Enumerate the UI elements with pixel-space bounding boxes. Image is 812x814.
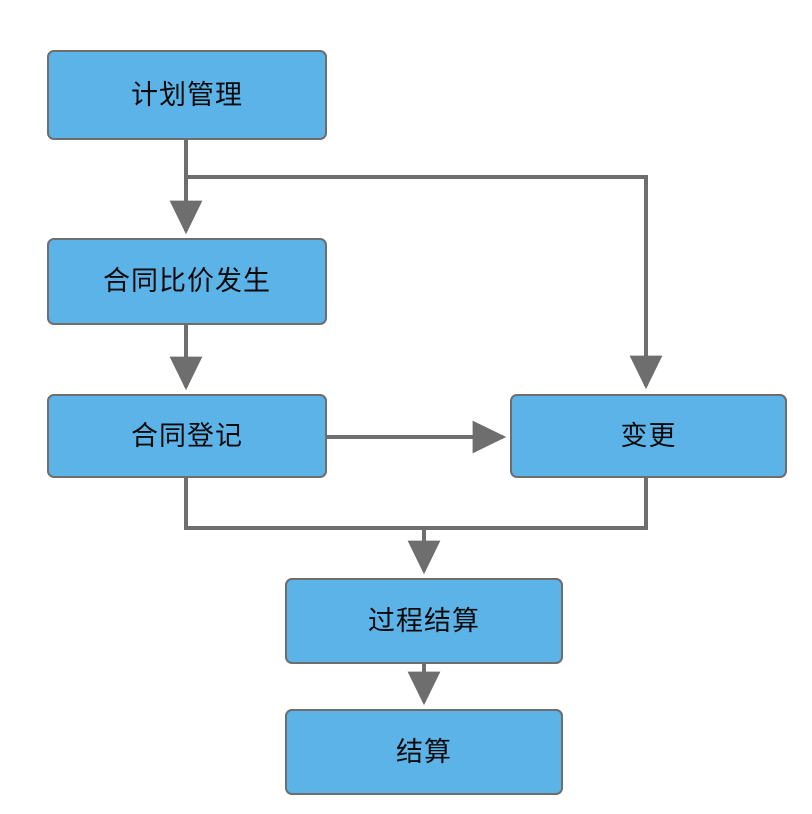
node-contract-registration-label: 合同登记: [131, 420, 243, 452]
node-process-settlement-label: 过程结算: [368, 605, 480, 637]
node-process-settlement[interactable]: 过程结算: [285, 578, 563, 664]
node-change[interactable]: 变更: [510, 394, 787, 478]
edge-register-to-process: [184, 478, 424, 530]
edge-plan-to-change: [186, 175, 663, 390]
node-change-label: 变更: [620, 420, 677, 452]
node-settlement[interactable]: 结算: [285, 709, 563, 795]
node-contract-price-comparison-label: 合同比价发生: [103, 266, 271, 297]
node-plan-label: 计划管理: [131, 79, 243, 111]
node-contract-price-comparison[interactable]: 合同比价发生: [47, 238, 327, 325]
edge-change-to-process: [424, 478, 648, 530]
node-contract-registration[interactable]: 合同登记: [47, 394, 327, 478]
node-settlement-label: 结算: [396, 736, 452, 768]
node-plan[interactable]: 计划管理: [47, 50, 327, 140]
